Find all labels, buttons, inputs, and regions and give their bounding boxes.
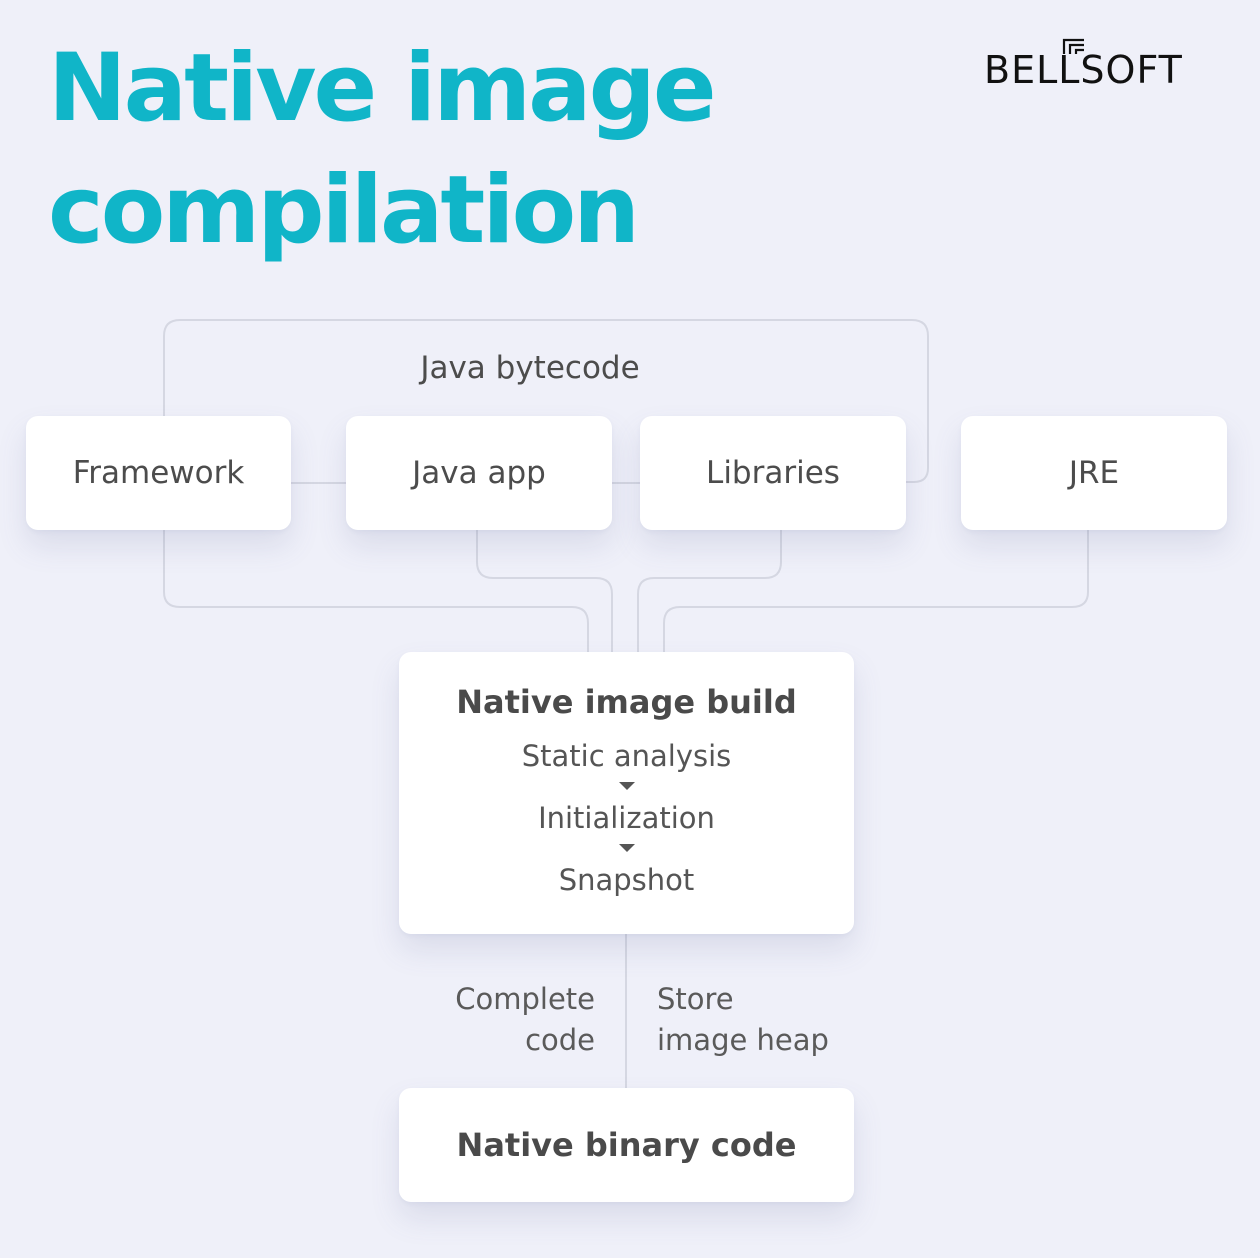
store-image-heap-line-1: Store [657, 982, 734, 1016]
libraries-node: Libraries [640, 416, 906, 530]
logo-wordmark: BELLSOFT [984, 48, 1183, 92]
title-line-1: Native image [48, 34, 717, 143]
framework-to-build-line [163, 530, 589, 652]
arrow-down-icon [618, 782, 635, 790]
store-image-heap-line-2: image heap [657, 1023, 829, 1057]
step-initialization: Initialization [538, 801, 715, 835]
complete-code-label: Complete code [455, 979, 595, 1061]
native-binary-code-node: Native binary code [399, 1088, 854, 1202]
logo-mark-icon [1062, 38, 1084, 54]
store-image-heap-label: Store image heap [657, 979, 829, 1061]
build-title: Native image build [456, 683, 797, 721]
native-image-build-node: Native image build Static analysis Initi… [399, 652, 854, 934]
title-line-2: compilation [48, 156, 640, 265]
libraries-to-build-line [637, 530, 782, 652]
bellsoft-logo: BELLSOFT [984, 36, 1208, 92]
complete-code-line-2: code [525, 1023, 595, 1057]
bytecode-group-bracket [163, 319, 929, 483]
step-static-analysis: Static analysis [521, 739, 732, 773]
jre-node: JRE [961, 416, 1227, 530]
jre-to-build-line [663, 530, 1089, 652]
step-snapshot: Snapshot [558, 863, 695, 897]
javaapp-to-build-line [476, 530, 613, 652]
complete-code-line-1: Complete [455, 982, 595, 1016]
page-title: Native image compilation [48, 28, 717, 272]
framework-node: Framework [26, 416, 291, 530]
java-bytecode-label: Java bytecode [420, 350, 640, 386]
java-app-node: Java app [346, 416, 612, 530]
arrow-down-icon [618, 844, 635, 852]
